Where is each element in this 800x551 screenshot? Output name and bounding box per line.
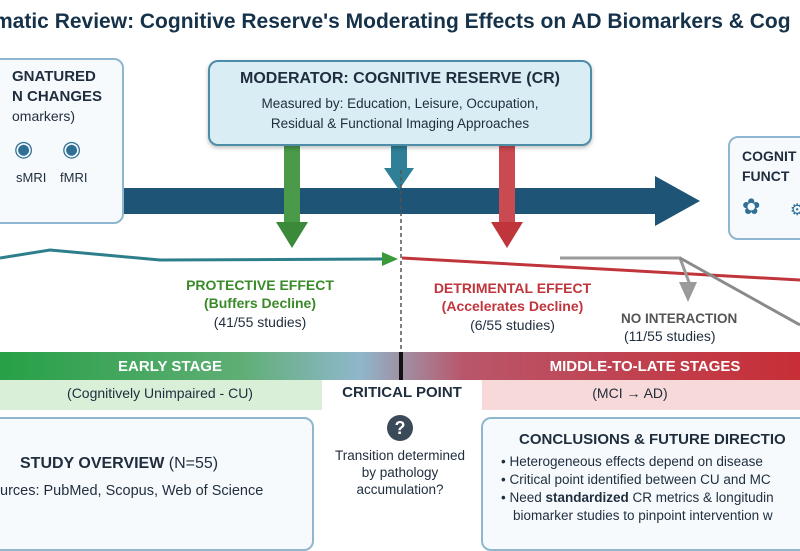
late-stage-label: MIDDLE-TO-LATE STAGES [549, 358, 741, 375]
late-stage-band [482, 380, 800, 410]
question-icon: ? [387, 415, 413, 441]
green-arrow-head [276, 222, 308, 248]
detrimental-title: DETRIMENTAL EFFECT [433, 280, 592, 296]
gear-icon: ⚙ [790, 202, 800, 219]
detrimental-sub: (Accelerates Decline) [441, 298, 584, 314]
conclusion-item-2: • Critical point identified between CU a… [501, 472, 771, 487]
page-title: matic Review: Cognitive Reserve's Modera… [0, 10, 791, 33]
red-arrow-head [491, 222, 523, 248]
transition-line3: accumulation? [356, 482, 444, 497]
moderator-line2: Residual & Functional Imaging Approaches [270, 116, 530, 131]
brain-head-icon-fmri: ◉ [62, 136, 82, 161]
detrimental-count: (6/55 studies) [470, 317, 555, 333]
conclusion-item-1-text: Heterogeneous effects depend on disease [509, 454, 763, 469]
overview-sources: urces: PubMed, Scopus, Web of Science [0, 483, 264, 499]
biomarker-title-line1: GNATURED [12, 68, 96, 85]
moderator-box: MODERATOR: COGNITIVE RESERVE (CR) Measur… [208, 60, 592, 146]
conclusion-item-1: • Heterogeneous effects depend on diseas… [501, 454, 763, 469]
green-arrow-shaft [284, 142, 300, 226]
conclusion-item-3-post: CR metrics & longitudin [628, 490, 774, 505]
overview-title: STUDY OVERVIEW (N=55) [20, 455, 218, 473]
no-interaction-title: NO INTERACTION [621, 311, 738, 326]
conclusion-item-2-text: Critical point identified between CU and… [509, 472, 771, 487]
biomarker-title-line3: omarkers) [12, 108, 76, 124]
biomarker-title-line2: N CHANGES [12, 88, 103, 105]
critical-marker [399, 352, 403, 380]
moderator-title: MODERATOR: COGNITIVE RESERVE (CR) [239, 70, 561, 87]
smri-label: sMRI [16, 170, 47, 185]
fmri-label: fMRI [60, 170, 88, 185]
teal-arrow-shaft [391, 142, 407, 172]
brain-icon: ✿ [742, 194, 761, 219]
brain-head-icon-smri: ◉ [14, 136, 34, 161]
detrimental-trajectory [401, 256, 800, 282]
transition-line2: by pathology [361, 465, 439, 480]
conclusions-title: CONCLUSIONS & FUTURE DIRECTIO [519, 431, 786, 448]
conclusion-item-3-bold: standardized [545, 490, 629, 505]
moderator-line1: Measured by: Education, Leisure, Occupat… [261, 96, 539, 111]
conclusions-box: CONCLUSIONS & FUTURE DIRECTIO • Heteroge… [481, 417, 800, 551]
protective-count: (41/55 studies) [213, 314, 307, 330]
protective-trajectory-head [382, 252, 398, 266]
study-overview-box: STUDY OVERVIEW (N=55) urces: PubMed, Sco… [0, 417, 314, 551]
conclusion-item-3: • Need standardized CR metrics & longitu… [501, 490, 774, 505]
teal-arrow-head [384, 168, 414, 190]
protective-trajectory [0, 248, 386, 262]
early-stage-sub: (Cognitively Unimpaired - CU) [67, 385, 253, 401]
biomarker-box: GNATURED N CHANGES omarkers) ◉ ◉ sMRI fM… [0, 58, 124, 224]
conclusion-item-3-pre: Need [509, 490, 546, 505]
main-arrow-head [655, 176, 700, 226]
cognitive-function-box: COGNIT FUNCT ✿ ⚙ [728, 136, 800, 240]
conclusion-item-4: biomarker studies to pinpoint interventi… [513, 508, 773, 523]
no-interaction-count: (11/55 studies) [624, 328, 716, 344]
overview-title-bold: STUDY OVERVIEW [20, 455, 165, 472]
early-stage-label: EARLY STAGE [118, 358, 222, 375]
early-stage-band [0, 380, 322, 410]
late-stage-sub: (MCI → AD) [592, 385, 668, 401]
transition-line1: Transition determined [334, 448, 466, 463]
no-interaction-tail [679, 256, 800, 327]
cognitive-title-line1: COGNIT [742, 148, 797, 164]
no-interaction-head [679, 282, 697, 302]
cognitive-title-line2: FUNCT [742, 168, 790, 184]
protective-sub: (Buffers Decline) [203, 295, 317, 311]
overview-title-count: (N=55) [164, 455, 219, 472]
critical-point-label: CRITICAL POINT [342, 384, 462, 401]
red-arrow-shaft [499, 142, 515, 224]
protective-title: PROTECTIVE EFFECT [186, 277, 334, 293]
